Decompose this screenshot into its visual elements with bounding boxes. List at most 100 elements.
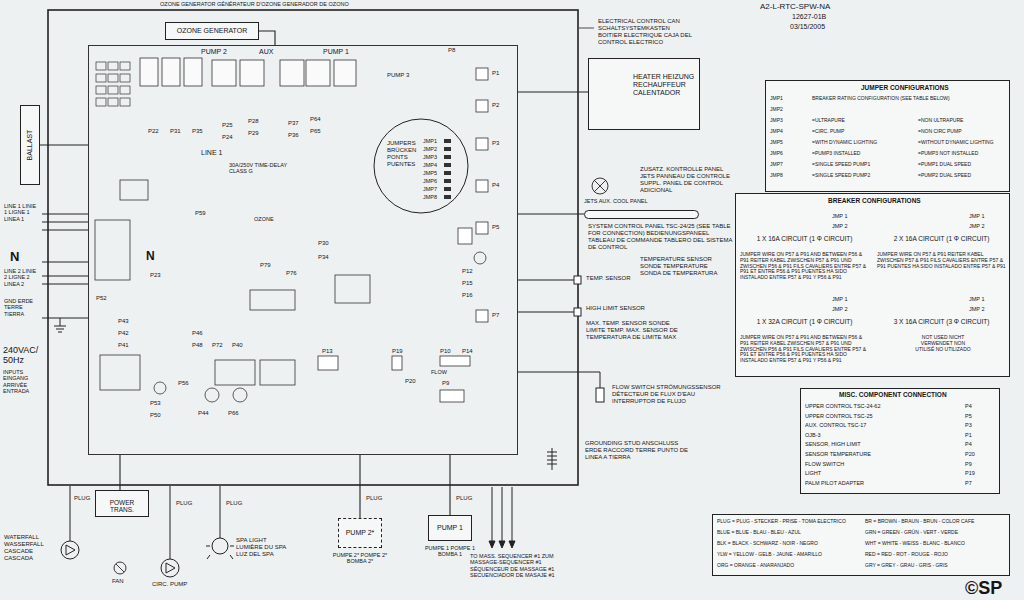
board-component [95, 180, 370, 390]
pin-label: P12 [462, 268, 473, 275]
relay [140, 58, 158, 86]
input-label: INPUTS EINGANG ARRIVÉE ENTRADA [3, 369, 43, 394]
connector-header [476, 100, 488, 112]
component-name: PUMP 2* [340, 529, 380, 537]
table-cell: =SINGLE SPEED PUMP2 [812, 173, 870, 179]
jumper-label: JMP7 [423, 186, 437, 192]
outline-shape [584, 210, 699, 219]
board-component [100, 355, 140, 390]
pump-box: PUMP 2*PUMPE 2* POMPE 2* BOMBA 2* [330, 518, 393, 592]
sequencer-arrow [499, 541, 505, 548]
sensor-symbol [596, 388, 604, 402]
light-bulb [230, 555, 233, 559]
jumper-circle: JUMPERS BRÜCKEN PONTS PUENTESJMP1JMP2JMP… [373, 118, 469, 214]
component-name: POWER TRANS. [98, 499, 146, 514]
table-cell: RED = RED - ROT - ROUGE - ROJO [865, 552, 948, 558]
table-cell: WHT = WHITE - WEISS - BLANC - BLANCO [865, 541, 965, 547]
board-component [215, 360, 255, 385]
table-cell: P20 [965, 451, 975, 457]
table-cell: 2 X 16A CIRCUIT (1 Φ CIRCUIT) [883, 235, 1000, 242]
device-label: WATERFALL WASSERFALL CASCADE CASCADA [4, 534, 52, 562]
pin-label: P48 [192, 342, 203, 349]
table-cell: =NON ULTRAPURE [918, 118, 963, 124]
light-bulb [206, 538, 234, 559]
sensor-wire [518, 372, 600, 388]
terminal-block [120, 62, 130, 70]
ground-symbol [56, 329, 64, 330]
pin-label: P29 [248, 130, 259, 137]
ground-symbol [54, 318, 66, 332]
device-wire [170, 486, 171, 559]
pump-symbol [161, 559, 179, 577]
pin-label: P3 [492, 140, 499, 147]
fan-symbol [592, 178, 608, 194]
jumper-label: JUMPERS BRÜCKEN PONTS PUENTES [387, 140, 427, 168]
wire-connector [518, 91, 588, 92]
callout-text: GROUNDING STUD ANSCHLUSS ERDE RACCORD TE… [585, 440, 695, 461]
terminal-block [120, 86, 130, 94]
grounding-stud [547, 460, 557, 461]
pump-symbol [61, 541, 179, 577]
board-component [335, 275, 370, 303]
light-bulb [206, 546, 210, 547]
pin-label: P42 [118, 330, 129, 337]
sequencer-arrow [492, 487, 493, 542]
table-cell: GRY = GREY - GRAU - GRIS - GRIS [865, 563, 948, 569]
grounding-stud [547, 452, 557, 453]
terminal-block [120, 98, 130, 106]
input-wire [42, 262, 88, 263]
callout-text: FLOW SWITCH STRÖMUNGSSENSOR DÉTECTEUR DE… [612, 384, 722, 405]
pin-label: P28 [248, 118, 259, 125]
board-component [260, 360, 295, 385]
jumper-table: JUMPER CONFIGURATIONSJMP1JMP2JMP3JMP4JMP… [765, 80, 1010, 192]
pin-label: P41 [118, 342, 129, 349]
relay [280, 60, 304, 86]
pin-label: P31 [170, 128, 181, 135]
ballast-box: BALLAST [20, 105, 40, 185]
wire-connector [40, 144, 88, 145]
jumper-label: JMP6 [423, 178, 437, 184]
component-table: MISC. COMPONENT CONNECTIONUPPER CONTROL … [800, 388, 1000, 494]
relay [212, 60, 236, 86]
relay [162, 58, 180, 86]
table-cell: =CIRC. PUMP [812, 129, 844, 135]
jumper-pin [444, 195, 451, 199]
control-enclosure [48, 10, 578, 485]
terminal-block [120, 74, 130, 82]
pin-label: P25 [222, 122, 233, 129]
jumper-pin [444, 155, 451, 159]
jumper-label: JMP2 [423, 146, 437, 152]
connector-header [476, 138, 488, 150]
jumper-pin [444, 171, 451, 175]
sequencer-arrow [489, 541, 495, 548]
device-wire [70, 486, 71, 541]
sequencer-arrow [512, 487, 513, 542]
wire-connector [449, 455, 450, 515]
table-cell: FLOW SWITCH [805, 461, 844, 467]
connector-header [458, 228, 472, 244]
board-label: PUMP 1 [323, 48, 349, 56]
device-wire [70, 486, 220, 559]
sensor-wire [518, 312, 574, 313]
sequencer-arrow [509, 541, 515, 548]
connector-header [392, 356, 402, 370]
heater-box: HEATER HEIZUNG RECHAUFFEUR CALENTADOR [588, 58, 700, 130]
connector-header [318, 68, 488, 402]
table-cell: PLUG = PLUG - STECKER - PRISE - TOMA ELE… [717, 519, 846, 525]
pin-label: P5 [492, 224, 499, 231]
callout-text: ZUSATZ. KONTROLLE PANEL JETS PANNEAU DE … [640, 166, 730, 194]
callout-text: TO MASS. SEQUENCER #1 ZUM MASSAGE-SEQUEN… [470, 553, 580, 578]
table-cell: =PUMP3 INSTALLED [812, 151, 860, 157]
fan-symbol [116, 564, 124, 572]
table-cell: JMP4 [770, 129, 783, 135]
table-cell: P9 [965, 461, 972, 467]
pin-label: P66 [228, 410, 239, 417]
title-block: 03/15/2005 [790, 23, 825, 31]
table-cell: MISC. COMPONENT CONNECTION [839, 391, 947, 398]
board-label: N [146, 250, 155, 264]
input-label: GND ERDE TERRE TIERRA [4, 298, 38, 317]
pin-label: P30 [318, 240, 329, 247]
table-cell: P3 [965, 422, 972, 428]
pump-symbol [66, 545, 75, 555]
